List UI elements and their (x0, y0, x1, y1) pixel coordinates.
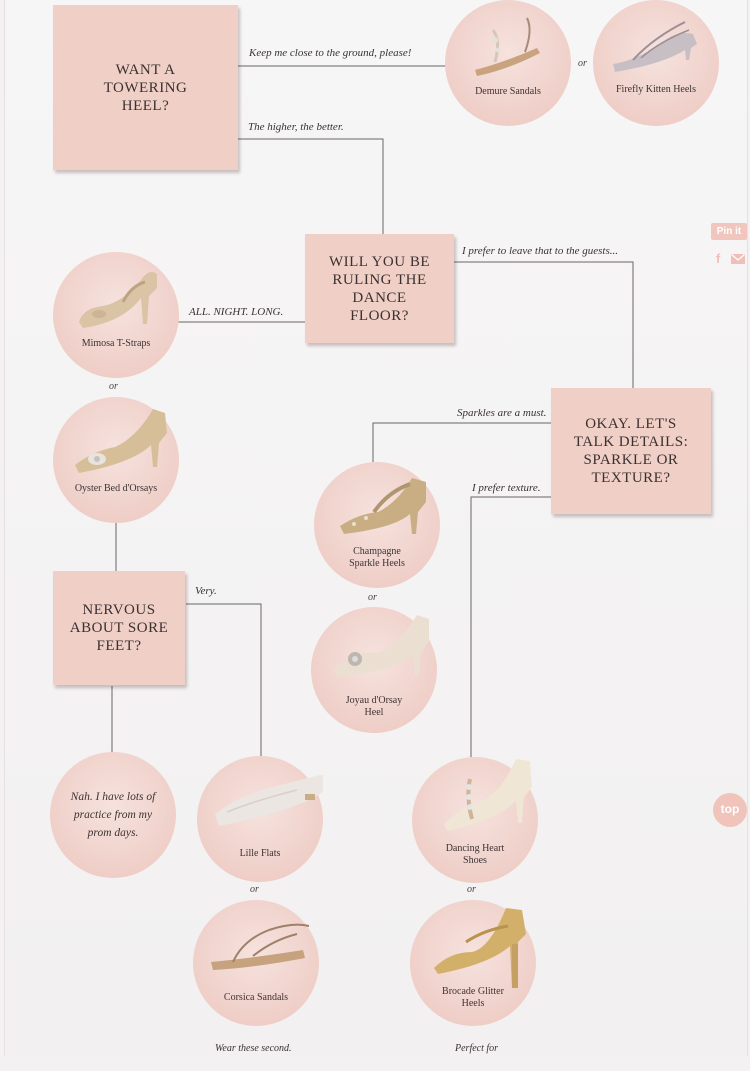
answer-very: Very. (195, 585, 217, 597)
shoe-label: Demure Sandals (475, 86, 541, 97)
shoe-label: Lille Flats (239, 848, 281, 859)
answer-higher-better: The higher, the better. (248, 121, 344, 133)
sparkle-heel-icon (340, 478, 426, 534)
shoe-label: Corsica Sandals (223, 992, 289, 1003)
question-text: NERVOUS ABOUT SORE FEET? (69, 602, 169, 654)
shoe-label: Joyau d'Orsay Heel (345, 695, 403, 718)
dorsay-heel-icon (75, 409, 167, 473)
shoe-label: Mimosa T-Straps (81, 338, 151, 349)
flat-shoe-icon (215, 774, 323, 826)
shoe-label: Oyster Bed d'Orsays (74, 483, 158, 494)
answer-close-to-ground: Keep me close to the ground, please! (249, 47, 412, 59)
answer-all-night-long: ALL. NIGHT. LONG. (189, 306, 284, 318)
shoe-label: Dancing Heart Shoes (445, 843, 505, 866)
or-separator: or (467, 884, 476, 895)
connector-q3-dancing (470, 496, 551, 757)
or-separator: or (250, 884, 259, 895)
shoe-circle-mimosa-t-straps[interactable]: Mimosa T-Straps (53, 252, 179, 378)
shoe-label: Champagne Sparkle Heels (349, 546, 405, 569)
shoe-circle-corsica-sandals[interactable]: Corsica Sandals (193, 900, 319, 1026)
or-separator: or (578, 58, 587, 69)
shoe-circle-firefly-kitten-heels[interactable]: Firefly Kitten Heels (593, 0, 719, 126)
flowchart-canvas: WANT A TOWERING HEEL? WILL YOU BE RULING… (4, 0, 748, 1056)
answer-wear-second: Wear these second. (215, 1043, 292, 1054)
answer-texture: I prefer texture. (472, 482, 541, 494)
shoe-label: Firefly Kitten Heels (616, 84, 696, 95)
question-box-dance-floor: WILL YOU BE RULING THE DANCE FLOOR? (305, 234, 454, 343)
shoe-circle-brocade-glitter-heels[interactable]: Brocade Glitter Heels (410, 900, 536, 1026)
answer-circle-nah: Nah. I have lots of practice from my pro… (50, 752, 176, 878)
or-separator: or (368, 592, 377, 603)
question-box-towering-heel: WANT A TOWERING HEEL? (53, 5, 238, 170)
connector-lines (111, 65, 634, 757)
answer-leave-to-guests: I prefer to leave that to the guests... (462, 245, 619, 257)
connector-q3-champagne (372, 422, 551, 462)
answer-perfect-for: Perfect for (455, 1043, 499, 1054)
mail-icon[interactable] (731, 254, 745, 264)
question-text: WANT A TOWERING HEEL? (103, 61, 188, 114)
kitten-heel-icon (613, 21, 697, 72)
glitter-heel-icon (434, 908, 526, 988)
facebook-icon[interactable]: f (715, 251, 721, 266)
shoe-circle-demure-sandals[interactable]: Demure Sandals (445, 0, 571, 126)
shoe-circle-dancing-heart-shoes[interactable]: Dancing Heart Shoes (412, 757, 538, 883)
question-box-sore-feet: NERVOUS ABOUT SORE FEET? (53, 571, 185, 685)
question-box-sparkle-or-texture: OKAY. LET'S TALK DETAILS: SPARKLE OR TEX… (551, 388, 711, 514)
shoe-circle-joyau-dorsay-heel[interactable]: Joyau d'Orsay Heel (311, 607, 437, 733)
connector-q4-lille (186, 603, 262, 756)
pin-it-button[interactable]: Pin it (711, 223, 747, 240)
answer-sparkles: Sparkles are a must. (457, 407, 547, 419)
nah-text: Nah. I have lots of practice from my pro… (70, 791, 156, 839)
heart-heel-icon (444, 759, 532, 831)
shoe-circle-champagne-sparkle-heels[interactable]: Champagne Sparkle Heels (314, 462, 440, 588)
question-text: WILL YOU BE RULING THE DANCE FLOOR? (328, 253, 431, 324)
back-to-top-button[interactable]: top (713, 793, 747, 827)
shoe-label: Brocade Glitter Heels (442, 986, 504, 1009)
question-text: OKAY. LET'S TALK DETAILS: SPARKLE OR TEX… (573, 416, 689, 486)
t-strap-heel-icon (79, 272, 157, 328)
connector-q2-q3 (454, 261, 634, 388)
dorsay-heel-icon (333, 615, 429, 677)
connector-q1-q2 (238, 138, 384, 234)
sandal-icon (475, 17, 540, 76)
or-separator: or (109, 381, 118, 392)
shoe-circle-lille-flats[interactable]: Lille Flats (197, 756, 323, 882)
shoe-circle-oyster-bed-dorsays[interactable]: Oyster Bed d'Orsays (53, 397, 179, 523)
sandal-icon (211, 923, 310, 970)
